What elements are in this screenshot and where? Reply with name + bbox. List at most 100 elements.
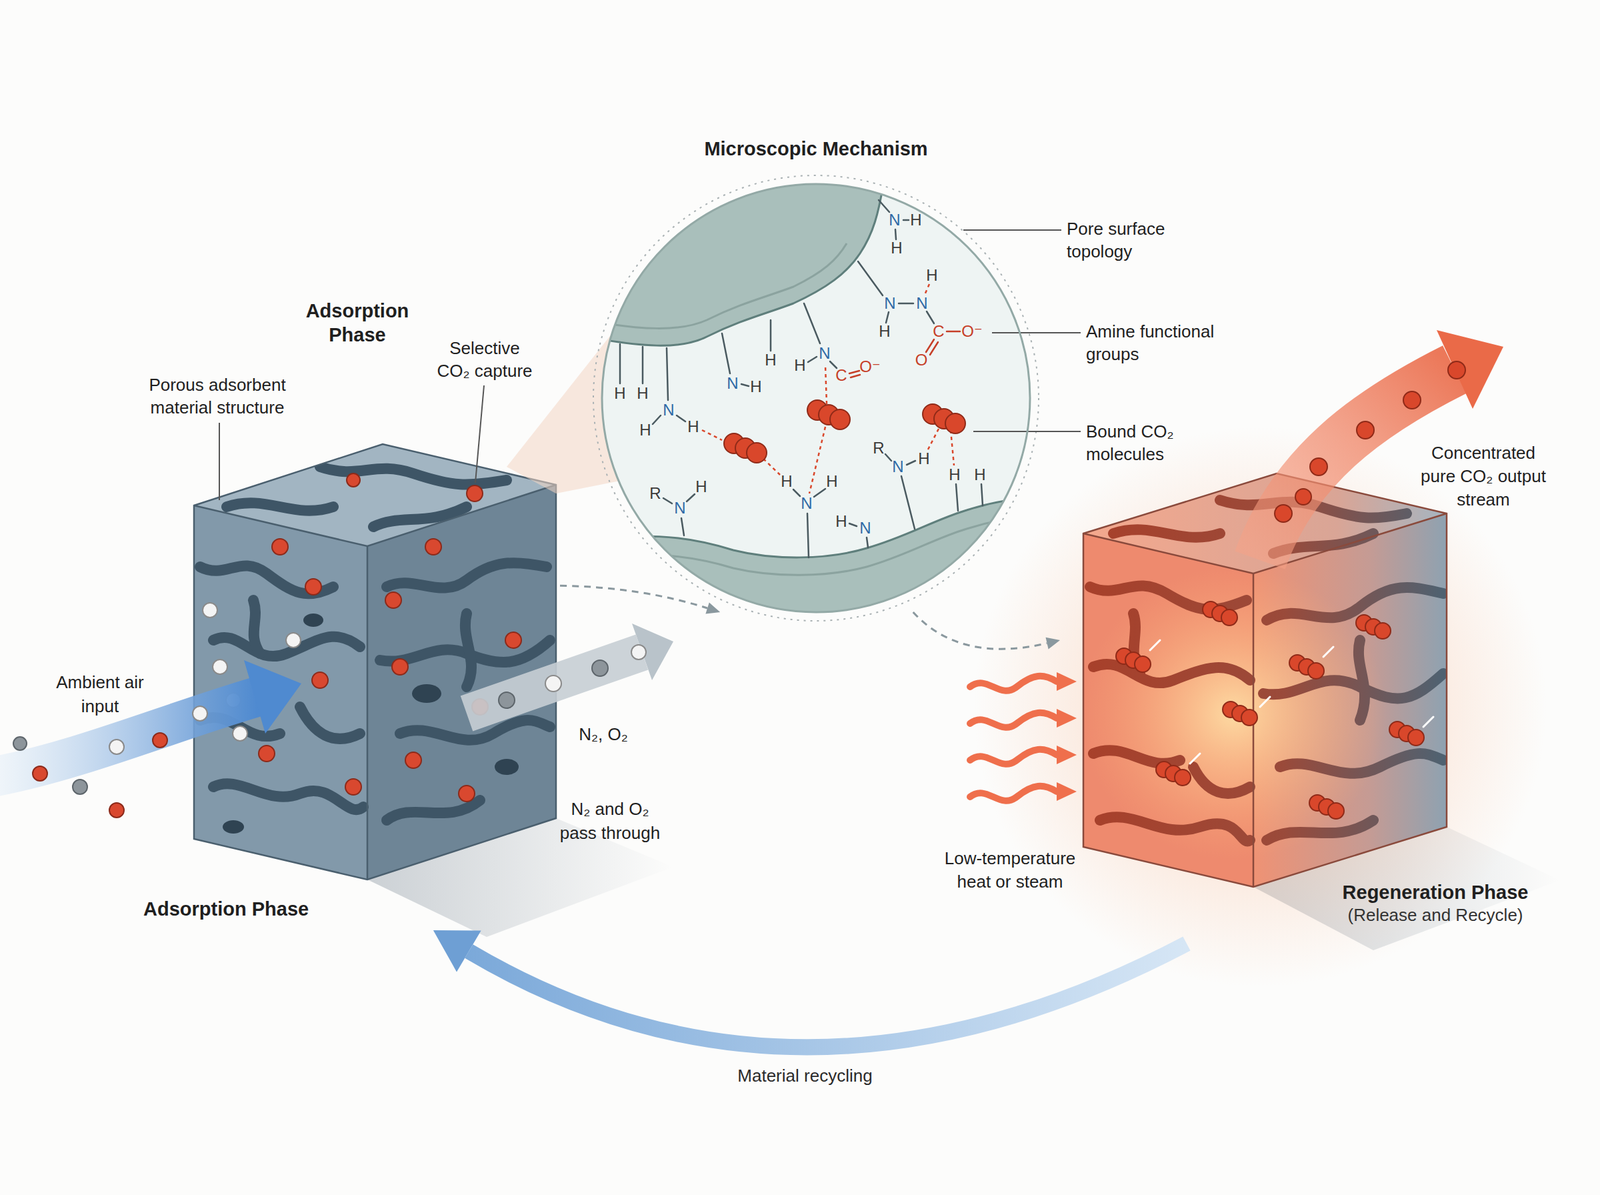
atom-symbol: H [636, 384, 648, 403]
co2-output-arrow [1448, 361, 1466, 379]
regenerating-cube [1358, 640, 1365, 720]
porous-cube [253, 600, 260, 654]
heat-waves [970, 676, 1057, 691]
co2-output-arrow [1356, 421, 1374, 439]
connector-line [913, 612, 1048, 649]
atom-symbol: H [639, 420, 651, 440]
regenerating-cube [1423, 716, 1434, 727]
atom-symbol: N [674, 498, 686, 518]
regenerating-cube [1193, 766, 1250, 794]
porous-cube [272, 538, 288, 555]
atom-symbol: O⁻ [859, 357, 880, 376]
porous-cube [345, 778, 362, 795]
regenerating-cube [1266, 820, 1374, 840]
regenerating-cube [1113, 529, 1220, 538]
atom-symbol: N [892, 457, 904, 476]
pore-closeup [746, 442, 767, 463]
porous-cube [385, 592, 402, 608]
porous-cube [232, 726, 248, 741]
atom-symbol: R [872, 438, 884, 458]
atom-symbol: H [687, 417, 699, 436]
regenerating-cube [1266, 587, 1444, 620]
porous-cube [213, 783, 364, 810]
porous-cube [194, 444, 556, 880]
flow-connector [913, 612, 1060, 649]
porous-cube [405, 752, 422, 768]
pore-closeup [793, 489, 800, 496]
regenerating-cube [1252, 573, 1255, 887]
heat-waves [1056, 745, 1077, 764]
porous-cube [212, 659, 228, 674]
heat-waves [970, 749, 1057, 764]
pore-closeup [763, 458, 780, 475]
pore-closeup [580, 166, 884, 346]
air-inflow-arrow [244, 660, 302, 734]
leader-line [219, 230, 1081, 500]
regenerating-cube [1100, 816, 1250, 841]
callout-label: Selective CO₂ capture [432, 336, 538, 382]
pore-closeup [808, 356, 817, 362]
co2-output-arrow [1310, 458, 1328, 476]
pore-closeup [809, 426, 826, 494]
callout-label: Concentrated pure CO₂ output stream [1415, 441, 1552, 512]
co2-output-arrow [1274, 361, 1466, 522]
porous-cube [346, 473, 360, 487]
nitrogen-oxygen-outflow [466, 623, 674, 714]
air-inflow-arrow [13, 736, 27, 750]
porous-cube [465, 613, 472, 687]
callout-label: Amine functional groups [1086, 320, 1226, 366]
co2-output-arrow [1260, 369, 1455, 560]
pore-closeup [770, 320, 772, 351]
atom-symbol: H [614, 384, 626, 403]
pore-closeup [830, 409, 850, 430]
atom-symbol: H [974, 465, 986, 484]
pore-closeup [642, 346, 644, 384]
atom-symbol: N [916, 294, 928, 313]
regenerating-cube [1134, 656, 1151, 672]
leader-line [992, 332, 1081, 334]
pore-closeup [814, 488, 826, 497]
porous-cube [194, 484, 556, 546]
porous-cube [366, 546, 369, 880]
porous-cube [222, 820, 244, 834]
regenerating-cube [1260, 696, 1270, 707]
pore-closeup [858, 261, 883, 296]
atom-symbol: H [794, 356, 806, 375]
arrow-head [1046, 637, 1061, 650]
pore-closeup [849, 370, 860, 374]
air-inflow-arrow [109, 802, 124, 818]
mechanism-circle-node: Microscopic Mechanism [602, 133, 1030, 612]
pore-closeup [956, 484, 958, 511]
atom-symbol: H [695, 477, 707, 496]
porous-cube [194, 444, 556, 880]
heat-waves [970, 786, 1057, 801]
pore-closeup [924, 284, 930, 295]
pore-closeup [807, 513, 809, 558]
pore-closeup [676, 415, 686, 422]
gas-label: N₂, O₂ [578, 722, 628, 746]
atom-symbol: H [835, 512, 847, 531]
pore-closeup [926, 311, 934, 324]
atom-symbol: H [878, 322, 890, 341]
co2-output-arrow [1403, 391, 1421, 409]
pore-closeup [586, 180, 884, 346]
pore-closeup [620, 200, 983, 558]
pore-closeup [580, 166, 1054, 640]
nitrogen-oxygen-outflow [632, 623, 674, 680]
porous-cube [312, 672, 328, 688]
pore-closeup [619, 344, 622, 384]
arrow-head [433, 930, 482, 972]
pore-closeup [895, 229, 896, 240]
porous-cube [412, 684, 442, 703]
porous-cube [303, 613, 324, 627]
callout-label: Low-temperature heat or steam [938, 846, 1082, 894]
nitrogen-oxygen-outflow [592, 660, 608, 676]
porous-cube [425, 538, 442, 555]
porous-cube [226, 502, 334, 511]
heat-waves [1056, 672, 1077, 801]
recycle-arrow [433, 930, 1187, 1047]
nitrogen-oxygen-outflow [631, 644, 646, 660]
regenerating-cube [1080, 566, 1387, 860]
